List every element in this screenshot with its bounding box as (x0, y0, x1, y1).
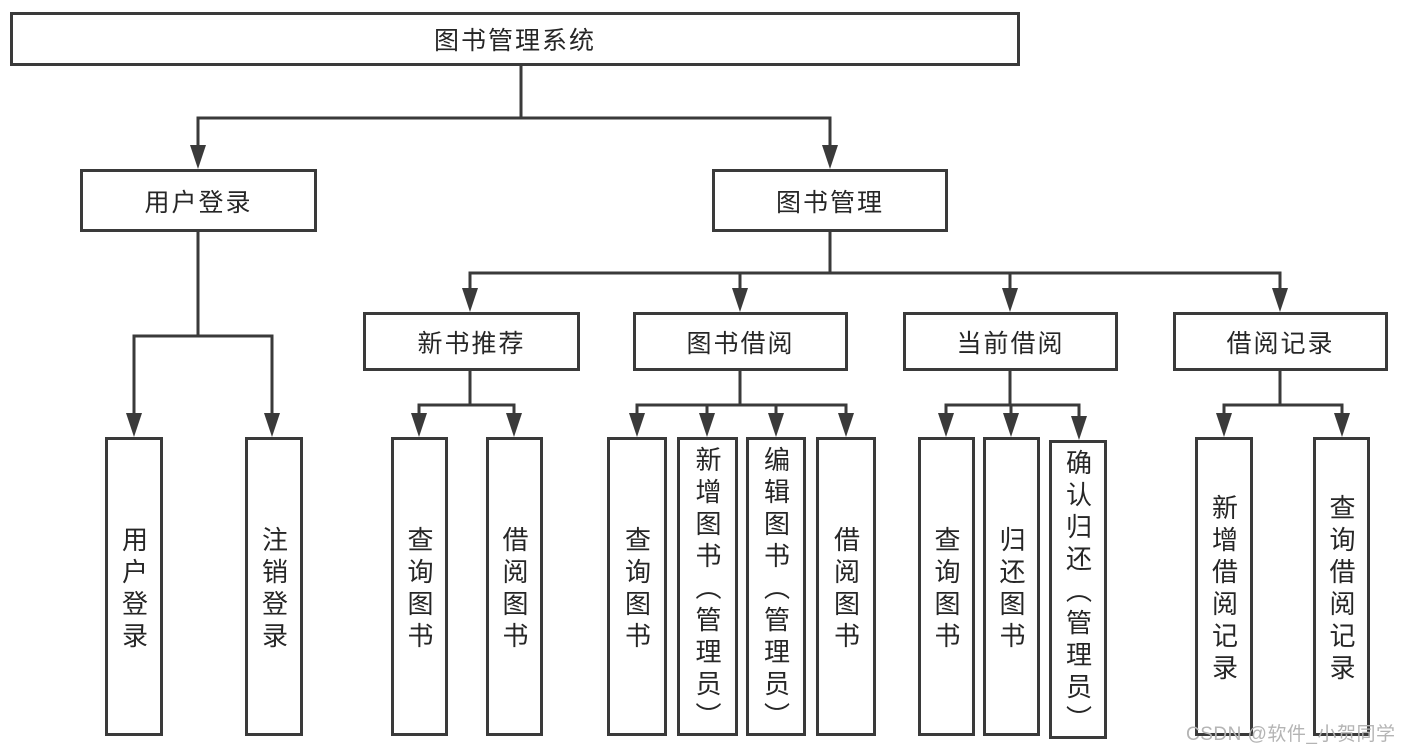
node-user-login: 用户登录 (80, 169, 317, 232)
node-book-management: 图书管理 (712, 169, 948, 232)
node-new-book-recommend: 新书推荐 (363, 312, 580, 371)
node-borrow-books-2-label: 借阅图书 (830, 525, 861, 654)
watermark: CSDN @软件_小贺同学 (1186, 724, 1396, 745)
node-add-books-admin: 新增图书（管理员） (677, 437, 738, 736)
node-book-borrow: 图书借阅 (633, 312, 848, 371)
node-current-borrow: 当前借阅 (903, 312, 1118, 371)
node-add-borrow-record-label: 新增借阅记录 (1208, 493, 1239, 686)
node-borrow-books-2: 借阅图书 (816, 437, 876, 736)
node-return-books-label: 归还图书 (996, 525, 1026, 654)
node-borrow-books-1: 借阅图书 (486, 437, 543, 736)
node-confirm-return-admin-label: 确认归还（管理员） (1062, 448, 1093, 737)
node-query-borrow-record: 查询借阅记录 (1313, 437, 1370, 736)
node-edit-books-admin-label: 编辑图书（管理员） (760, 445, 791, 734)
node-query-borrow-record-label: 查询借阅记录 (1326, 493, 1356, 686)
node-query-books-1: 查询图书 (391, 437, 448, 736)
node-query-books-2: 查询图书 (607, 437, 667, 736)
node-query-books-2-label: 查询图书 (621, 525, 652, 654)
node-return-books: 归还图书 (983, 437, 1040, 736)
node-root-title: 图书管理系统 (10, 12, 1020, 66)
node-query-books-3: 查询图书 (918, 437, 975, 736)
node-borrow-books-1-label: 借阅图书 (499, 525, 529, 654)
node-login: 用户登录 (105, 437, 163, 736)
node-add-borrow-record: 新增借阅记录 (1195, 437, 1253, 736)
node-query-books-3-label: 查询图书 (931, 525, 961, 654)
node-logout-label: 注销登录 (258, 525, 289, 654)
node-add-books-admin-label: 新增图书（管理员） (692, 445, 722, 734)
node-edit-books-admin: 编辑图书（管理员） (746, 437, 806, 736)
node-login-label: 用户登录 (118, 525, 149, 654)
node-logout: 注销登录 (245, 437, 303, 736)
node-borrow-records: 借阅记录 (1173, 312, 1388, 371)
node-confirm-return-admin: 确认归还（管理员） (1049, 440, 1107, 739)
node-query-books-1-label: 查询图书 (404, 525, 434, 654)
